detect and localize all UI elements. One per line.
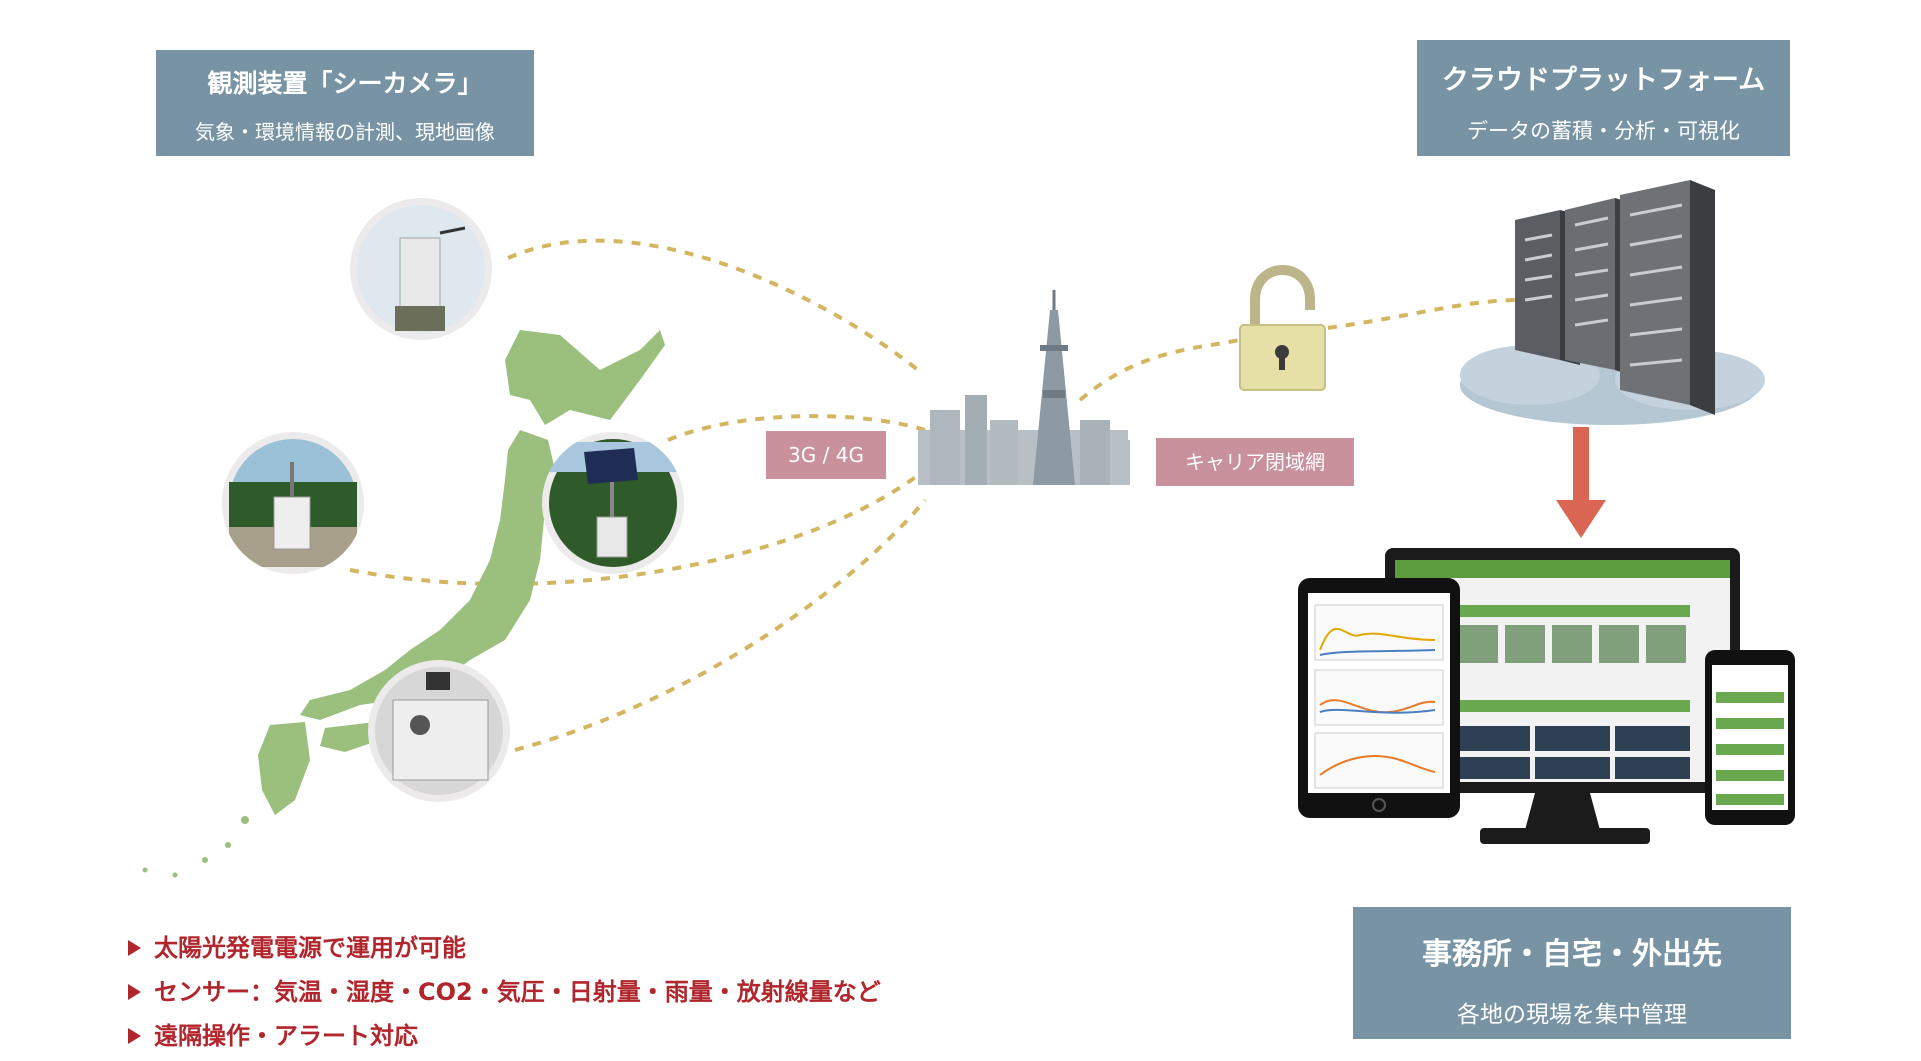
camera-device-photo: [350, 198, 492, 340]
cloud-label-box: クラウドプラットフォーム データの蓄積・分析・可視化: [1417, 40, 1790, 156]
carrier-label-text: キャリア閉域網: [1185, 450, 1325, 474]
down-arrow-icon: [1556, 427, 1606, 538]
feature-text: 遠隔操作・アラート対応: [154, 1022, 418, 1050]
camera-device-photo: [542, 432, 684, 574]
cloud-box-subtitle: データの蓄積・分析・可視化: [1467, 119, 1740, 143]
carrier-label: キャリア閉域網: [1156, 438, 1354, 486]
feature-list: 太陽光発電電源で運用が可能 センサー：気温・湿度・CO2・気圧・日射量・雨量・放…: [126, 926, 881, 1058]
feature-text: センサー：気温・湿度・CO2・気圧・日射量・雨量・放射線量など: [154, 978, 881, 1006]
connection-lines: [349, 238, 1521, 752]
device-label-box: 観測装置「シーカメラ」 気象・環境情報の計測、現地画像: [156, 50, 534, 156]
padlock-icon: [1239, 265, 1326, 391]
device-box-subtitle: 気象・環境情報の計測、現地画像: [195, 120, 495, 144]
smartphone-icon: [1705, 650, 1795, 825]
device-box-title: 観測装置「シーカメラ」: [207, 69, 483, 98]
feature-item: 太陽光発電電源で運用が可能: [126, 926, 881, 970]
city-tower-icon: [918, 290, 1130, 485]
server-rack-icon: [1460, 180, 1765, 425]
office-box-subtitle: 各地の現場を集中管理: [1457, 1002, 1687, 1028]
japan-map: [142, 330, 665, 878]
tablet-icon: [1298, 578, 1460, 818]
feature-item: センサー：気温・湿度・CO2・気圧・日射量・雨量・放射線量など: [126, 970, 881, 1014]
cloud-box-title: クラウドプラットフォーム: [1441, 65, 1766, 96]
feature-text: 太陽光発電電源で運用が可能: [154, 934, 466, 962]
office-box-title: 事務所・自宅・外出先: [1422, 937, 1722, 972]
office-label-box: 事務所・自宅・外出先 各地の現場を集中管理: [1353, 907, 1791, 1039]
camera-device-photo: [368, 660, 510, 802]
feature-item: 遠隔操作・アラート対応: [126, 1014, 881, 1058]
camera-device-photo: [222, 432, 364, 574]
network-label: 3G / 4G: [766, 431, 886, 479]
network-label-text: 3G / 4G: [788, 443, 864, 467]
bullet-triangle-icon: [128, 940, 141, 1044]
